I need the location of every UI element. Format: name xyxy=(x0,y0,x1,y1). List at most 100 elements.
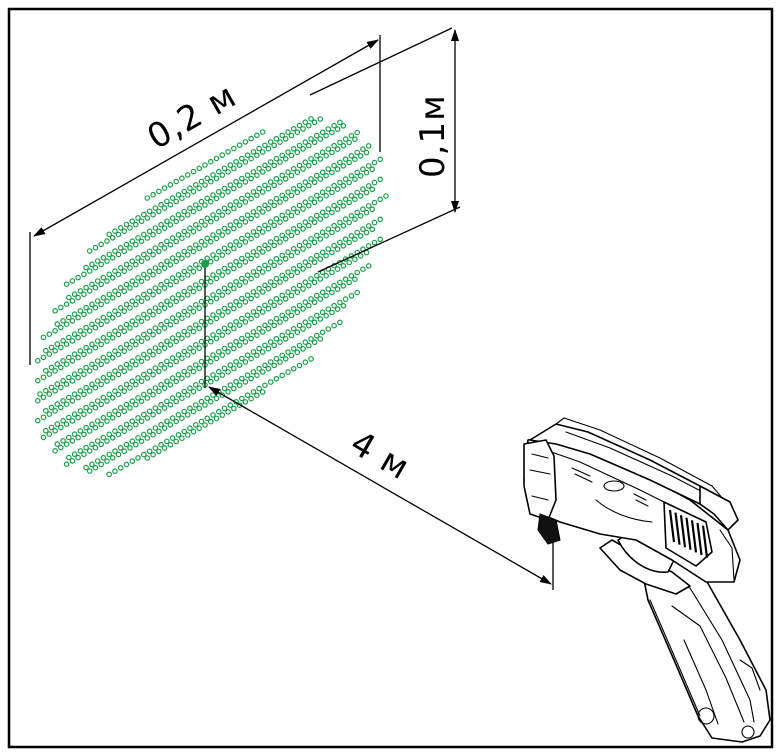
pattern-dot xyxy=(325,286,332,292)
pattern-dot xyxy=(77,448,84,454)
pattern-dot xyxy=(267,379,274,385)
pattern-dot xyxy=(204,235,211,242)
pattern-dot xyxy=(179,295,185,302)
pattern-dot xyxy=(225,328,231,335)
pattern-dot xyxy=(141,351,147,358)
pattern-dot xyxy=(262,382,268,389)
pattern-dot xyxy=(71,331,78,338)
pattern-dot xyxy=(265,265,272,272)
pattern-dot xyxy=(48,344,55,351)
pattern-dot xyxy=(92,464,99,471)
pattern-dot xyxy=(285,289,291,295)
pattern-dot xyxy=(127,305,133,311)
pattern-dot xyxy=(158,341,164,348)
pattern-dot xyxy=(112,388,118,394)
pattern-dot xyxy=(123,221,130,228)
pattern-dot xyxy=(325,126,332,132)
pattern-dot xyxy=(156,408,162,415)
pattern-dot xyxy=(115,351,122,358)
pattern-dot xyxy=(219,372,226,378)
pattern-dot xyxy=(150,311,156,318)
pattern-dot xyxy=(273,315,280,322)
pattern-dot xyxy=(254,372,260,379)
pattern-dot xyxy=(54,441,61,447)
pattern-dot xyxy=(325,326,332,332)
pattern-dot xyxy=(317,236,324,242)
pattern-dot xyxy=(208,318,214,325)
pattern-dot xyxy=(46,371,53,377)
pattern-dot xyxy=(290,126,297,132)
pattern-dot xyxy=(69,458,76,464)
pattern-dot xyxy=(127,345,133,351)
pattern-dot xyxy=(302,279,309,286)
pattern-dot xyxy=(236,262,243,269)
grip-rib xyxy=(696,522,703,556)
pattern-dot xyxy=(146,268,153,275)
pattern-dot xyxy=(311,299,318,306)
pattern-dot xyxy=(352,236,358,243)
pattern-dot xyxy=(210,372,216,378)
pattern-dot xyxy=(129,218,136,225)
pattern-dot xyxy=(302,179,309,186)
pattern-dot xyxy=(106,431,113,438)
pattern-dot xyxy=(115,331,122,338)
pattern-dot xyxy=(277,299,283,305)
pattern-dot xyxy=(158,281,164,288)
pattern-dot xyxy=(242,259,249,265)
pattern-dot xyxy=(60,437,66,444)
pattern-dot xyxy=(117,225,124,231)
pattern-dot xyxy=(273,375,280,382)
pattern-dot xyxy=(66,354,72,361)
pattern-dot xyxy=(127,405,133,411)
pattern-dot xyxy=(161,445,168,451)
pattern-dot xyxy=(262,282,268,289)
pattern-dot xyxy=(285,129,291,135)
pattern-dot xyxy=(331,142,337,149)
pattern-dot xyxy=(175,331,182,338)
pattern-dot xyxy=(319,129,326,136)
pattern-dot xyxy=(86,388,93,394)
pattern-dot xyxy=(365,203,372,209)
pattern-dot xyxy=(169,275,176,281)
pattern-dot xyxy=(216,188,222,195)
pattern-dot xyxy=(167,381,174,388)
pattern-dot xyxy=(75,374,81,381)
pattern-dot xyxy=(156,248,162,255)
pattern-dot xyxy=(204,355,211,362)
pattern-dot xyxy=(150,431,156,438)
pattern-dot xyxy=(133,381,139,388)
pattern-dot xyxy=(69,278,76,284)
pattern-dot xyxy=(123,401,130,408)
pattern-dot xyxy=(236,302,243,309)
pattern-dot xyxy=(290,206,297,212)
distance-dimension: 4 м xyxy=(204,268,554,590)
pattern-dot xyxy=(190,388,197,395)
pattern-dot xyxy=(167,281,174,288)
pattern-dot xyxy=(179,255,185,262)
pattern-dot xyxy=(233,298,239,305)
pattern-dot xyxy=(146,288,153,295)
pattern-dot xyxy=(377,196,384,203)
pattern-dot xyxy=(204,335,211,342)
pattern-dot xyxy=(144,195,151,201)
pattern-dot xyxy=(377,176,384,183)
pattern-dot xyxy=(181,308,188,315)
pattern-dot xyxy=(181,368,188,375)
pattern-dot xyxy=(115,451,122,458)
pattern-dot xyxy=(242,239,249,245)
pattern-dot xyxy=(98,341,105,348)
pattern-dot xyxy=(187,205,193,212)
pattern-dot xyxy=(204,295,211,302)
pattern-dot xyxy=(156,368,162,375)
pattern-dot xyxy=(112,408,118,414)
pattern-dot xyxy=(133,281,139,288)
pattern-dot xyxy=(233,338,239,345)
pattern-dot xyxy=(175,232,182,238)
pattern-dot xyxy=(259,269,266,275)
pattern-dot xyxy=(71,391,78,398)
pattern-dot xyxy=(279,272,286,279)
pattern-dot xyxy=(77,368,84,374)
pattern-dot xyxy=(152,225,159,231)
pattern-dot xyxy=(262,142,268,149)
pattern-dot xyxy=(294,309,301,316)
